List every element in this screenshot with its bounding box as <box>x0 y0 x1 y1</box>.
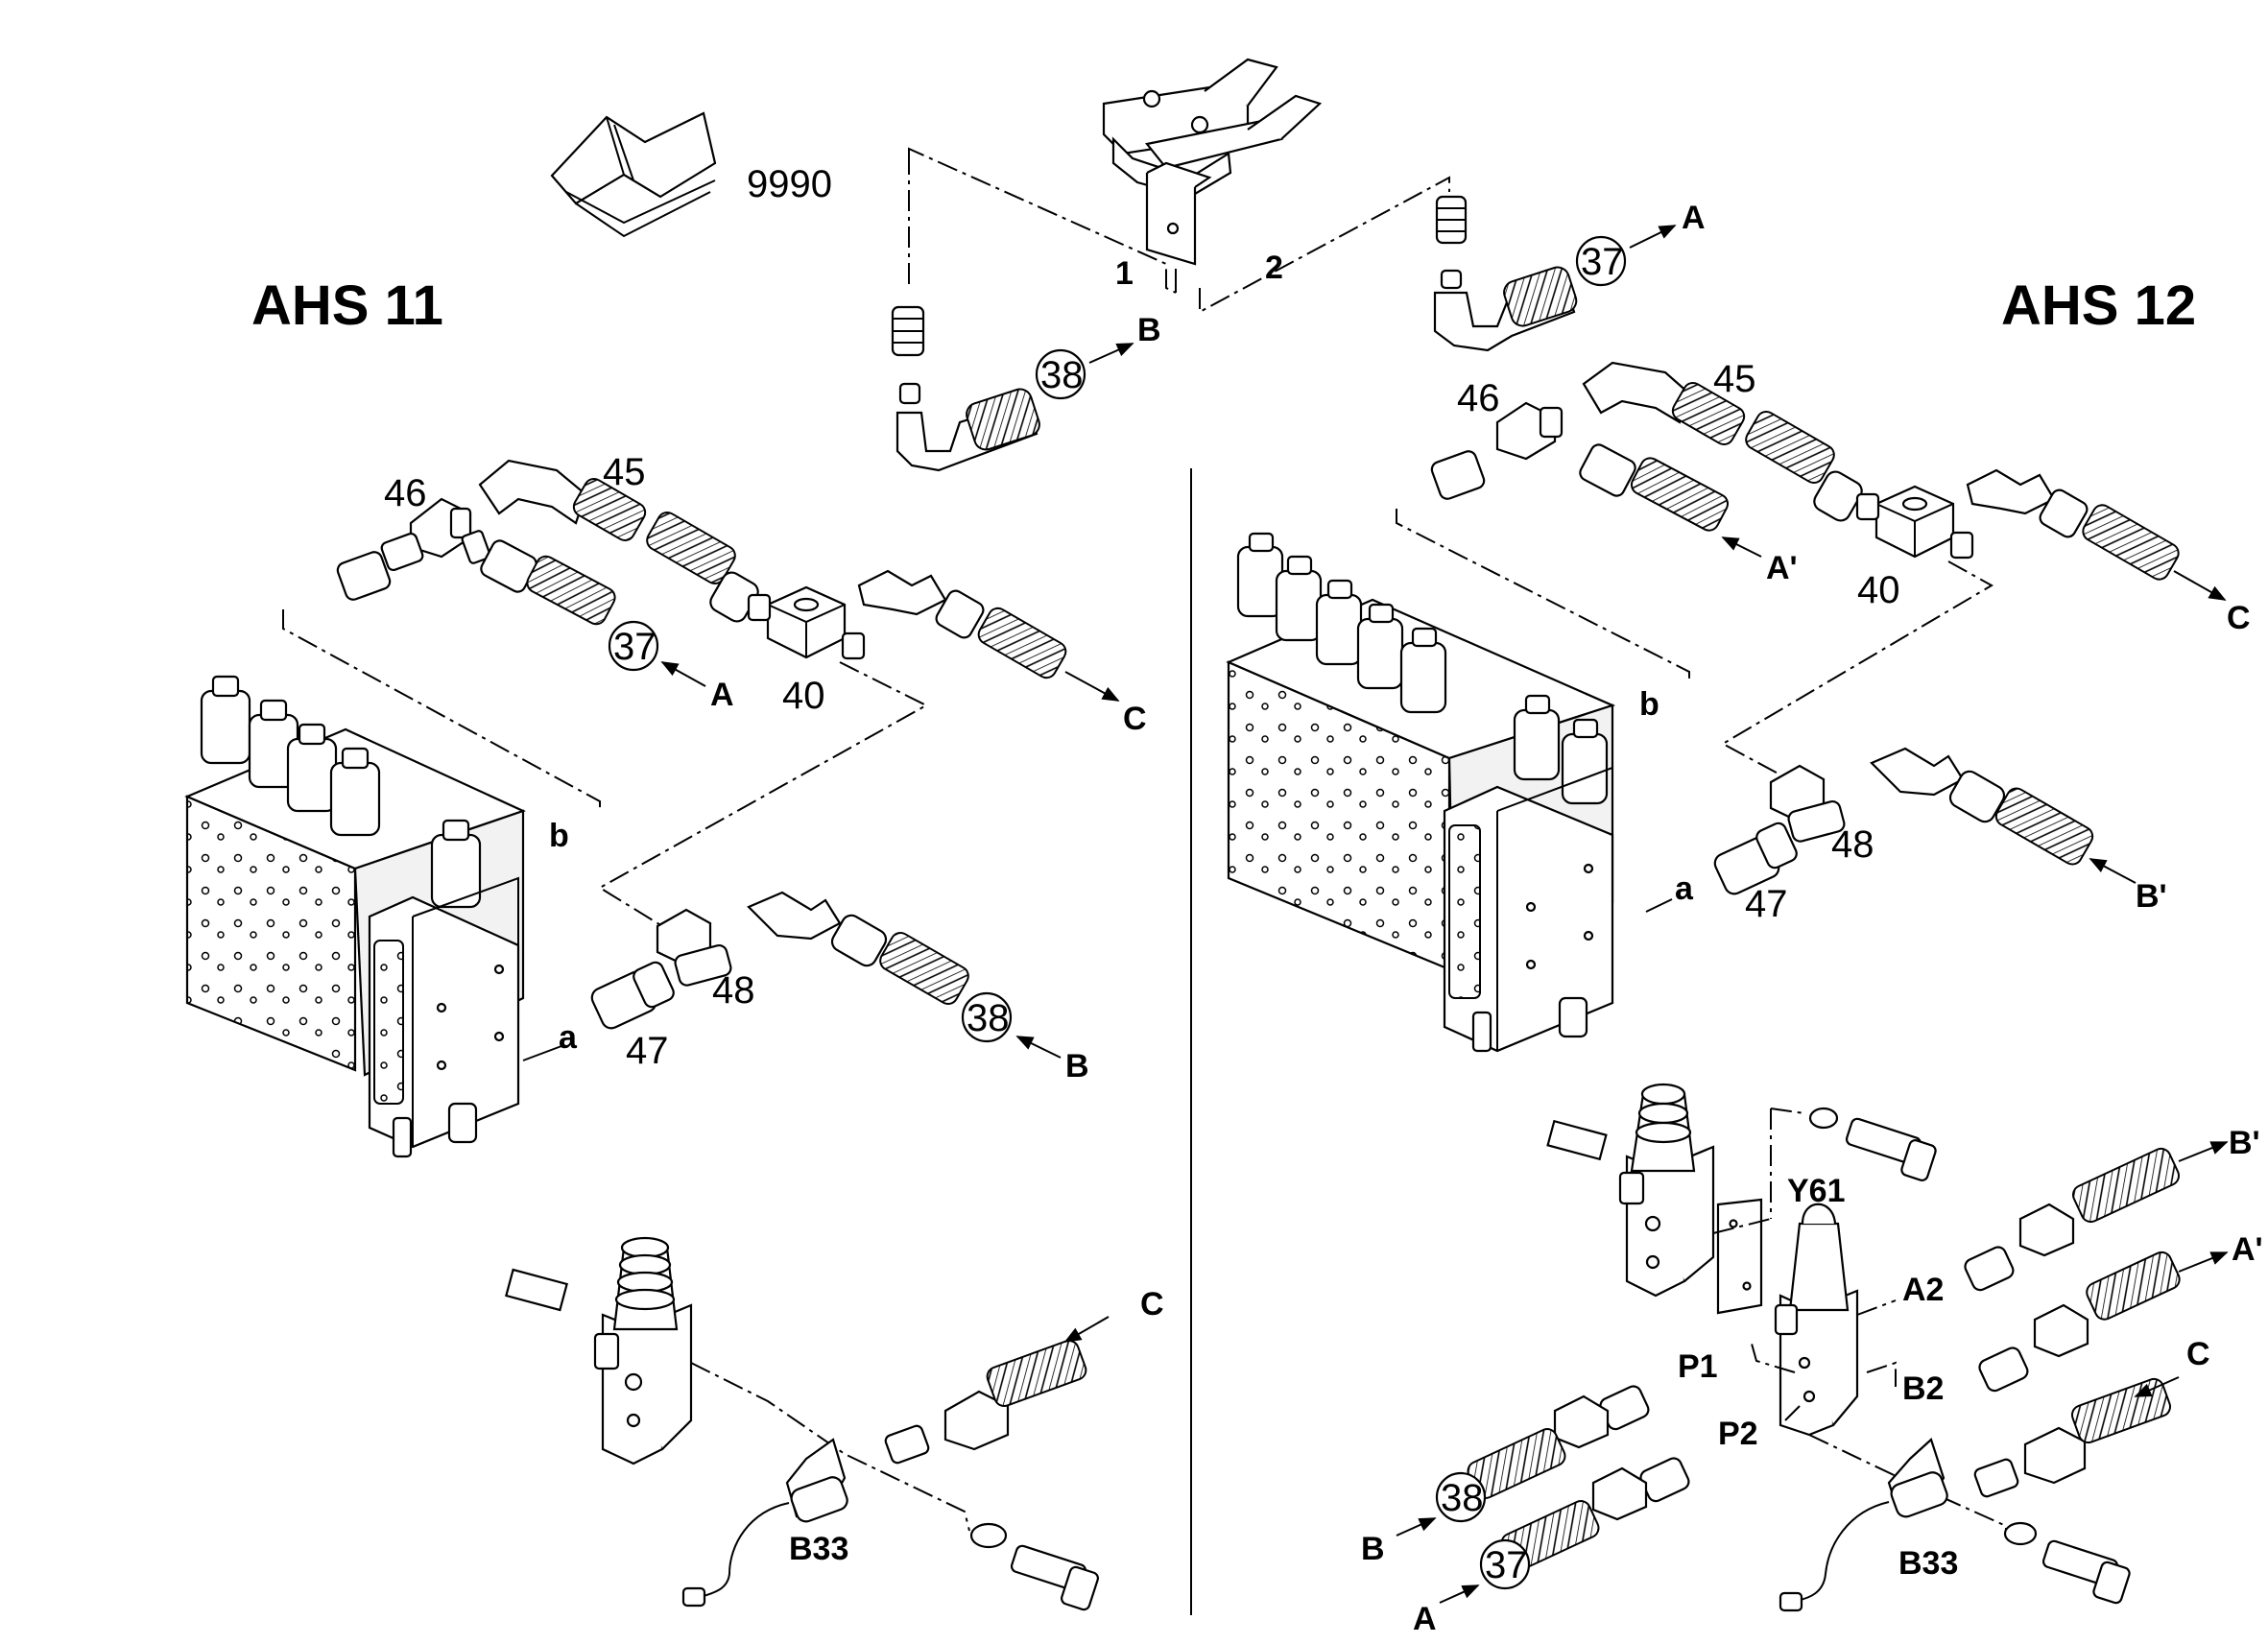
callout-38-top <box>1035 348 1086 400</box>
hose-B-prime-right <box>1948 770 2094 866</box>
ref-A-top: A <box>1682 200 1706 236</box>
control-valve-block-right <box>1226 532 1616 1053</box>
hose-38-left <box>830 914 969 1006</box>
port-label-1: 1 <box>1115 255 1134 292</box>
label-Y61: Y61 <box>1787 1173 1846 1209</box>
callout-37-left-text: 37 <box>613 626 657 668</box>
label-45-right: 45 <box>1713 358 1756 400</box>
callout-37-left <box>608 620 659 672</box>
callout-38-right-text: 38 <box>1441 1477 1484 1519</box>
port-P2: P2 <box>1718 1416 1758 1452</box>
ref-B-left: B <box>1065 1048 1089 1084</box>
manual-book-icon <box>550 111 717 238</box>
elbow-hose-C-left <box>857 569 1067 679</box>
callout-37-right <box>1479 1538 1531 1590</box>
hose-A-prime-right <box>1579 443 1730 532</box>
solenoid-valve-Y61 <box>1546 1083 1715 1298</box>
hose-P1-38 <box>1467 1385 1650 1499</box>
valve-block-40-left <box>747 585 866 660</box>
fitting-C-right <box>1973 1377 2172 1498</box>
line-port-1 <box>908 147 1177 294</box>
hose-37-left <box>480 539 616 626</box>
line-b-left <box>282 609 601 811</box>
fitting-C-left <box>884 1339 1087 1465</box>
title-right: AHS 12 <box>2001 274 2196 337</box>
ref-A-left: A <box>710 677 734 713</box>
label-b-left: b <box>549 818 569 854</box>
port-P1: P1 <box>1678 1348 1718 1385</box>
fitting-47-right <box>1713 822 1798 895</box>
ref-C-right-bottom: C <box>2186 1336 2210 1372</box>
ref-B-prime-out: B' <box>2229 1125 2260 1161</box>
ref-A-prime-out: A' <box>2232 1231 2263 1268</box>
valve-body-ports <box>1774 1203 1859 1437</box>
title-left: AHS 11 <box>251 274 443 337</box>
port-A2: A2 <box>1902 1272 1944 1308</box>
fitting-port-2 <box>1433 195 1578 352</box>
ref-C-left: C <box>1123 701 1147 737</box>
label-B33-left: B33 <box>789 1531 848 1567</box>
hose-45-left <box>478 459 759 623</box>
callout-38-top-text: 38 <box>1040 354 1084 396</box>
ref-B-top: B <box>1137 312 1161 348</box>
port-B2: B2 <box>1902 1370 1944 1407</box>
fitting-47-left <box>590 961 675 1030</box>
label-45-left: 45 <box>603 451 646 493</box>
tee-fitting-46-right <box>1430 401 1564 500</box>
ref-A-right-in: A <box>1413 1601 1437 1637</box>
pressure-valve-left <box>505 1236 693 1465</box>
callout-38-right <box>1435 1471 1487 1523</box>
callout-37-top-text: 37 <box>1581 241 1624 283</box>
elbow-hose-C-right <box>1966 468 2180 581</box>
port-label-2: 2 <box>1265 250 1283 286</box>
label-40-left: 40 <box>782 675 825 717</box>
label-48-right: 48 <box>1831 823 1874 866</box>
ref-A-prime-right: A' <box>1766 550 1798 586</box>
label-48-left: 48 <box>712 969 755 1012</box>
label-b-right: b <box>1639 686 1659 723</box>
bolt-left <box>969 1522 1099 1611</box>
ref-B-prime-right: B' <box>2136 878 2167 915</box>
label-46-left: 46 <box>384 472 427 514</box>
control-valve-block-left <box>184 675 526 1158</box>
hose-A2-Bprime <box>1964 1147 2181 1292</box>
tee-fitting-48-left <box>656 891 842 987</box>
label-46-right: 46 <box>1457 377 1500 419</box>
callout-37-top <box>1575 235 1627 287</box>
pilot-control-lever <box>1102 58 1323 266</box>
bolt-right <box>2003 1521 2131 1605</box>
fitting-port-1 <box>891 305 1040 472</box>
tee-fitting-48-right <box>1769 747 1965 843</box>
callout-38-left <box>961 991 1013 1043</box>
sensor-B33-right <box>1779 1438 1948 1612</box>
manual-ref: 9990 <box>747 163 832 205</box>
label-40-right: 40 <box>1857 569 1900 611</box>
line-b-right <box>1396 509 1690 683</box>
label-a-left: a <box>559 1019 578 1056</box>
line-a-left <box>598 661 929 927</box>
valve-block-40-right <box>1855 485 1974 560</box>
gasket-plate-Y61 <box>1716 1198 1763 1315</box>
hose-45-right <box>1582 361 1863 522</box>
callout-38-left-text: 38 <box>967 997 1010 1039</box>
label-B33-right: B33 <box>1898 1545 1958 1582</box>
label-47-left: 47 <box>626 1030 669 1072</box>
label-a-right: a <box>1675 870 1694 907</box>
sensor-B33-left <box>681 1438 848 1608</box>
ref-C-left-bottom: C <box>1140 1286 1164 1322</box>
ref-C-right: C <box>2227 600 2251 636</box>
callout-37-right-text: 37 <box>1485 1544 1528 1586</box>
ref-B-right-in: B <box>1361 1531 1385 1567</box>
hose-B2-Aprime <box>1978 1251 2181 1393</box>
bolt-washer-Y61 <box>1808 1107 1937 1181</box>
line-port-2 <box>1199 176 1450 314</box>
tee-fitting-46-left <box>336 497 491 601</box>
label-47-right: 47 <box>1745 883 1788 925</box>
